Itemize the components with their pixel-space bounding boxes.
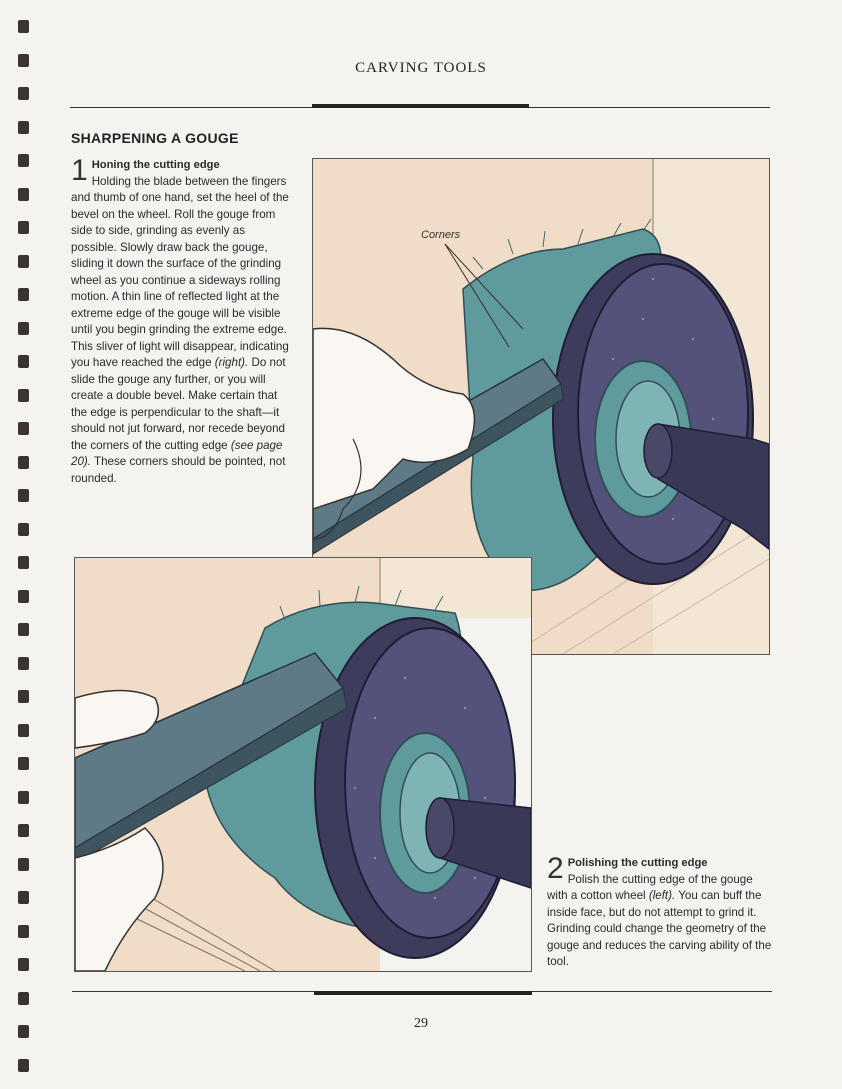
binding-hole <box>18 556 29 569</box>
page-reference: (see page 20). <box>71 438 283 469</box>
page-number: 29 <box>414 1016 428 1031</box>
binding-hole <box>18 757 29 770</box>
binding-hole <box>18 891 29 904</box>
binding-hole <box>18 824 29 837</box>
step-number: 2 <box>547 852 564 885</box>
binding-hole <box>18 254 29 268</box>
binding-hole <box>18 522 29 536</box>
footer-rule-accent <box>314 991 532 995</box>
binding-hole <box>18 120 29 134</box>
binding-hole <box>18 656 29 670</box>
figure-reference: (right). <box>214 356 249 369</box>
step-text: You can buff the inside face, but do not… <box>547 889 772 968</box>
binding-hole <box>18 288 29 301</box>
header-rule-accent <box>312 104 529 108</box>
binding-hole <box>18 388 29 402</box>
section-title: SHARPENING A GOUGE <box>71 130 239 146</box>
step-number: 1 <box>71 154 88 187</box>
step-1: 1 Honing the cutting edge Holding the bl… <box>71 154 293 487</box>
step-text: These corners should be pointed, not rou… <box>71 455 286 485</box>
binding-hole <box>18 20 29 33</box>
binding-hole <box>18 53 29 67</box>
binding-hole <box>18 1025 29 1038</box>
binding-hole <box>18 623 29 636</box>
running-header: CARVING TOOLS <box>355 60 487 76</box>
binding-hole <box>18 154 29 167</box>
binding-hole <box>18 455 29 469</box>
binding-hole <box>18 924 29 938</box>
step-text: Do not slide the gouge any further, or y… <box>71 356 286 452</box>
binding-hole <box>18 690 29 703</box>
binding-hole <box>18 790 29 804</box>
binding-hole <box>18 589 29 603</box>
binding-hole <box>18 221 29 234</box>
spiral-binding <box>14 20 40 1080</box>
step-heading: Honing the cutting edge <box>91 159 220 171</box>
binding-hole <box>18 723 29 737</box>
step-text: Polish the cutting edge of the gouge wit… <box>547 872 753 903</box>
binding-hole <box>18 489 29 502</box>
binding-hole <box>18 87 29 100</box>
binding-hole <box>18 355 29 368</box>
binding-hole <box>18 1058 29 1072</box>
binding-hole <box>18 321 29 335</box>
figure-reference: (left). <box>648 889 676 902</box>
binding-hole <box>18 958 29 971</box>
step-heading: Polishing the cutting edge <box>567 857 708 869</box>
figure-polishing-illustration <box>74 557 532 972</box>
step-text: Holding the blade between the fingers an… <box>71 174 289 370</box>
binding-hole <box>18 187 29 201</box>
binding-hole <box>18 857 29 871</box>
step-2: 2 Polishing the cutting edge Polish the … <box>547 852 772 971</box>
corners-callout-label: Corners <box>421 229 461 241</box>
binding-hole <box>18 991 29 1005</box>
binding-hole <box>18 422 29 435</box>
